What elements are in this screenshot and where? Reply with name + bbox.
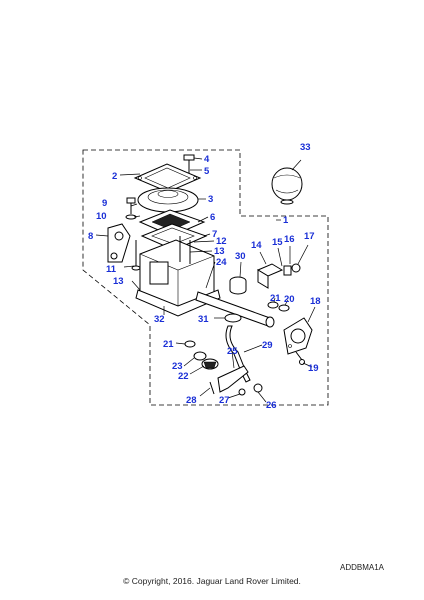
bolt-part <box>183 154 195 174</box>
callout-11: 11 <box>106 264 117 275</box>
callout-18: 18 <box>310 296 321 307</box>
callout-28: 28 <box>186 395 197 406</box>
diagram-reference-code: ADDBMA1A <box>339 563 384 572</box>
callout-4: 4 <box>204 154 210 165</box>
washer-part-lower <box>253 383 263 393</box>
mounting-bracket-part <box>107 223 131 263</box>
callout-26: 26 <box>266 400 277 411</box>
washer-part <box>278 304 290 312</box>
flange-plate-part <box>283 317 313 355</box>
callout-15: 15 <box>272 237 283 248</box>
callout-2: 2 <box>112 171 117 182</box>
ring-part-lower <box>184 340 196 348</box>
callout-17: 17 <box>304 231 315 242</box>
callout-20: 20 <box>284 294 295 305</box>
callout-19: 19 <box>308 363 319 374</box>
selector-shaft-part <box>195 291 275 328</box>
ring-part <box>267 301 279 309</box>
callout-33: 33 <box>300 142 311 153</box>
callout-31: 31 <box>198 314 209 325</box>
screw-part <box>295 351 305 365</box>
callout-14: 14 <box>251 240 262 251</box>
callout-25: 25 <box>227 346 238 357</box>
callout-3: 3 <box>208 194 213 205</box>
callout-21-lower: 21 <box>163 339 174 350</box>
bolt-washer-part <box>125 197 137 220</box>
gasket-plate-part <box>133 163 202 193</box>
o-ring-part <box>224 313 242 323</box>
assembly-boundary <box>82 149 329 406</box>
callout-16: 16 <box>284 234 295 245</box>
callout-32: 32 <box>154 314 165 325</box>
callout-9: 9 <box>102 198 107 209</box>
callout-23: 23 <box>172 361 183 372</box>
rubber-boot-part <box>137 187 199 213</box>
callout-27: 27 <box>219 395 230 406</box>
callout-12: 12 <box>216 236 227 247</box>
callout-10: 10 <box>96 211 107 222</box>
copyright-notice: © Copyright, 2016. Jaguar Land Rover Lim… <box>123 576 301 586</box>
callout-13-lower: 13 <box>113 276 124 287</box>
pin-part <box>209 381 215 395</box>
bracket-bolt-part <box>131 240 141 271</box>
callout-30: 30 <box>235 251 246 262</box>
spring-part <box>193 351 207 361</box>
gear-knob-part <box>271 167 303 205</box>
callout-1: 1 <box>283 215 289 226</box>
callout-24: 24 <box>216 257 227 268</box>
lever-part <box>217 365 249 393</box>
nut-part <box>238 388 246 396</box>
callout-7: 7 <box>212 229 217 240</box>
bush-part <box>201 358 219 370</box>
switch-assembly-part <box>256 263 301 289</box>
callout-5: 5 <box>204 166 210 177</box>
callout-22: 22 <box>178 371 189 382</box>
callout-8: 8 <box>88 231 93 242</box>
oil-seal-part <box>229 276 247 295</box>
callout-6: 6 <box>210 212 215 223</box>
callout-13-upper: 13 <box>214 246 225 257</box>
callout-21-upper: 21 <box>270 293 281 304</box>
callout-29: 29 <box>262 340 273 351</box>
